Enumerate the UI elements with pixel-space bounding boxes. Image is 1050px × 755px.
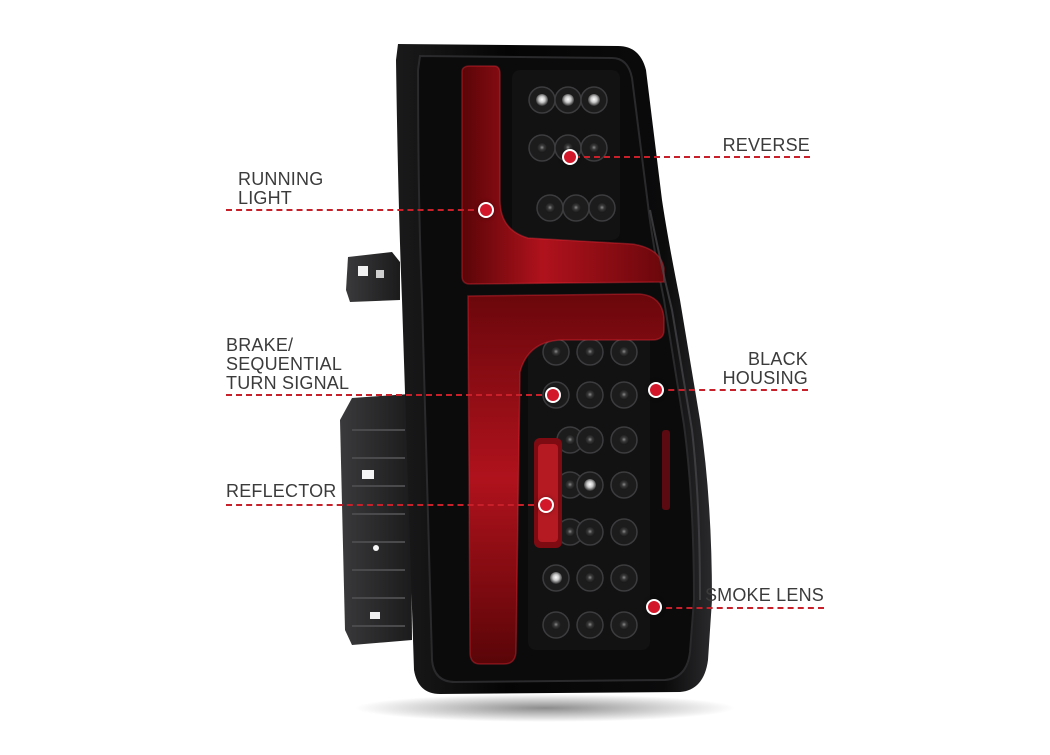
brake-turn-led-cluster: [528, 330, 650, 650]
reverse-leader: [574, 156, 810, 158]
smoke-lens-marker: [648, 601, 660, 613]
running-light-leader: [226, 209, 484, 211]
brake-light-bar: [467, 293, 665, 665]
reflector-label: REFLECTOR: [226, 481, 337, 501]
reverse-marker: [564, 151, 576, 163]
smoke-lens-leader: [656, 607, 824, 609]
brake-turn-marker: [547, 389, 559, 401]
reflector-marker: [540, 499, 552, 511]
running-light-bar: [461, 65, 665, 285]
black-housing-leader: [658, 389, 808, 391]
reverse-label: REVERSE: [722, 135, 810, 155]
smoke-lens-label: SMOKE LENS: [704, 585, 824, 605]
running-light-marker: [480, 204, 492, 216]
brake-turn-leader: [226, 394, 552, 396]
brake-turn-label: BRAKE/ SEQUENTIAL TURN SIGNAL: [226, 335, 350, 393]
reflector-leader: [226, 504, 544, 506]
black-housing-marker: [650, 384, 662, 396]
mounting-bracket: [340, 252, 412, 645]
black-housing-label: BLACK HOUSING: [722, 349, 808, 388]
reflector: [534, 430, 670, 548]
running-light-label: RUNNING LIGHT: [238, 169, 324, 208]
floor-shadow: [355, 694, 735, 722]
